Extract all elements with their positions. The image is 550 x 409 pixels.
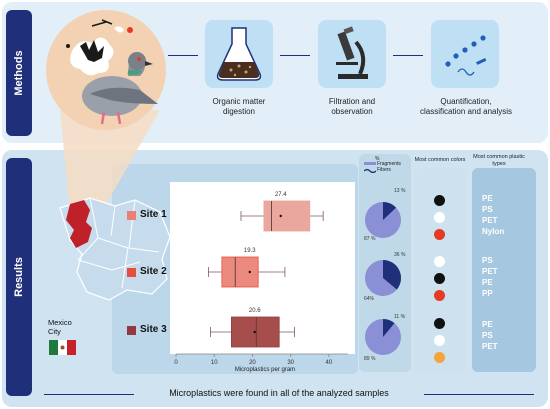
method-label-filtration: Filtration and observation	[328, 97, 376, 116]
mexico-flag-icon	[49, 340, 76, 355]
pigeon-illustration	[46, 10, 166, 130]
color-swatch	[434, 256, 445, 267]
legend-fragments: Fragments	[377, 161, 401, 167]
connector-line	[280, 55, 310, 56]
pie-fragments-slice	[383, 202, 397, 220]
plastic-type-label: PET	[482, 267, 498, 276]
mexico-city-label: Mexico City	[48, 318, 72, 336]
plastic-type-label: PS	[482, 256, 493, 265]
plastic-type-label: PE	[482, 278, 493, 287]
footer-line-left	[44, 394, 134, 395]
color-swatch	[434, 335, 445, 346]
microscope-icon	[336, 26, 368, 79]
legend-fibers: Fibers	[377, 167, 391, 173]
boxplot-chart: 0 10 20 30 40 27.4 19.3 20.6	[170, 182, 355, 366]
box-site-2	[221, 256, 259, 288]
method-card-analysis	[431, 20, 499, 88]
site3-fragments-pct: 11 %	[394, 314, 406, 320]
connector-line	[168, 55, 198, 56]
site1-label: Site 1	[140, 209, 167, 220]
results-tab: Results	[6, 158, 32, 396]
methods-tab: Methods	[6, 10, 32, 136]
data-points-icon	[445, 35, 487, 76]
site2-fragments-pct: 36 %	[394, 252, 406, 258]
flask-icon	[216, 27, 262, 81]
mean-label: 27.4	[275, 192, 287, 198]
method-label-digestion: Organic matter digestion	[212, 97, 266, 116]
site2-label: Site 2	[140, 266, 167, 277]
color-swatch	[434, 290, 445, 301]
chart-xlabel: Microplastics per gram	[234, 367, 296, 373]
x-tick-label: 0	[174, 360, 178, 366]
plastic-type-label: PET	[482, 342, 498, 351]
mean-label: 19.3	[244, 248, 256, 254]
mean-point	[248, 270, 251, 274]
plastics-header: Most common plastic types	[473, 154, 525, 167]
method-label-analysis: Quantification, classification and analy…	[419, 97, 513, 116]
color-swatch	[434, 352, 445, 363]
footer-line-right	[424, 394, 534, 395]
site3-fibers-pct: 89 %	[364, 356, 376, 362]
plastic-type-label: PET	[482, 216, 498, 225]
mean-point	[279, 214, 282, 218]
colors-header: Most common colors	[414, 157, 466, 163]
site1-marker	[127, 211, 136, 220]
color-swatch	[434, 195, 445, 206]
x-tick-label: 10	[211, 360, 218, 366]
color-swatch	[434, 273, 445, 284]
mean-point	[253, 330, 256, 334]
site1-fragments-pct: 13 %	[394, 188, 406, 194]
color-swatch	[434, 212, 445, 223]
color-swatch	[434, 229, 445, 240]
legend-fibers-swatch	[364, 168, 376, 173]
color-swatch	[434, 318, 445, 329]
plastic-type-label: Nylon	[482, 227, 505, 236]
mean-label: 20.6	[249, 308, 261, 314]
box-site-1	[263, 200, 311, 232]
site2-marker	[127, 268, 136, 277]
connector-line	[393, 55, 423, 56]
site3-marker	[127, 326, 136, 335]
plastic-type-label: PS	[482, 331, 493, 340]
plastic-type-label: PE	[482, 194, 493, 203]
plastics-column	[472, 168, 536, 372]
plastic-type-label: PE	[482, 320, 493, 329]
legend-fragments-swatch	[364, 162, 376, 165]
mexico-city-map	[59, 197, 171, 301]
plastic-type-label: PP	[482, 289, 493, 298]
x-tick-label: 30	[287, 360, 294, 366]
pie-charts	[365, 202, 401, 355]
plastic-type-label: PS	[482, 205, 493, 214]
pie-fragments-slice	[383, 260, 401, 290]
site3-label: Site 3	[140, 324, 167, 335]
legend-percent: %	[375, 156, 380, 162]
x-tick-label: 40	[326, 360, 333, 366]
footer-text: Microplastics were found in all of the a…	[169, 388, 389, 398]
x-tick-label: 20	[249, 360, 256, 366]
pie-fragments-slice	[383, 319, 395, 337]
site2-fibers-pct: 64%	[364, 296, 375, 302]
site1-fibers-pct: 87 %	[364, 236, 376, 242]
